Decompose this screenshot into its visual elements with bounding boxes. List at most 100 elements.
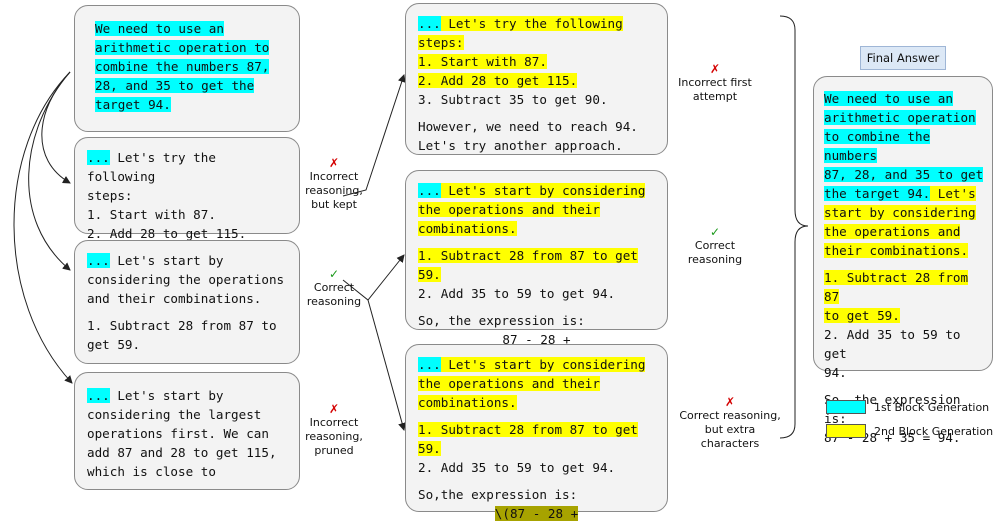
continuation-2-line-3: combinations. [418,221,517,236]
block-prefix: ... [418,183,441,198]
continuation-2-line-4: 1. Subtract 28 from 87 to get [418,248,638,263]
candidate-2-line-5: get 59. [87,337,141,352]
annotation-text: reasoning, [305,184,363,197]
candidate-2-line-3: and their combinations. [87,291,262,306]
legend-swatch-first-block [826,400,866,414]
arrow-b1-to-m1 [342,74,406,197]
continuation-1-line-6: However, we need to reach 94. [418,119,638,134]
continuation-1-line-7: Let's try another approach. [418,138,623,153]
candidate-box-1: ... Let's try the following steps: 1. St… [74,137,300,241]
continuation-3-line-1: Let's start by considering [440,357,646,372]
continuation-2-line-6: 2. Add 35 to 59 to get 94. [418,286,616,301]
final-line-3: to combine the numbers [824,129,931,163]
candidate-box-3: ... Let's start by considering the large… [74,372,300,490]
final-line-1: We need to use an [824,91,953,106]
candidate-3-line-1: Let's start by [109,388,224,403]
prompt-line-4: 28, and 35 to get the [95,78,255,93]
continuation-box-2: ... Let's start by considering the opera… [405,170,668,347]
block-prefix: ... [87,388,110,403]
prompt-box: We need to use an arithmetic operation t… [74,5,300,132]
final-answer-title: Final Answer [860,46,946,70]
annotation-text: reasoning, [305,430,363,443]
continuation-2-line-1: Let's start by considering [440,183,646,198]
check-icon: ✓ [328,267,340,281]
annotation-incorrect-first-attempt: ✗ Incorrect first attempt [670,62,760,104]
continuation-2-line-7: So, the expression is: [418,313,585,328]
annotation-text: Correct [694,239,736,252]
annotation-correct-reasoning: ✓ Correct reasoning [670,225,760,267]
final-line-9: 1. Subtract 28 from 87 [824,270,969,304]
final-line-12: 94. [824,365,847,380]
annotation-incorrect-kept: ✗ Incorrect reasoning, but kept [300,156,368,212]
annotation-text: Incorrect [309,416,359,429]
annotation-text: characters [700,437,760,450]
candidate-2-line-4: 1. Subtract 28 from 87 to [87,318,277,333]
continuation-1-line-2: steps: [418,35,464,50]
continuation-3-line-5: 59. [418,441,441,456]
cross-icon: ✗ [328,156,340,170]
final-line-7: the operations and [824,224,961,239]
arrow-b2-to-m3 [367,299,406,431]
prompt-line-1: We need to use an [95,21,224,36]
legend-label-first-block: 1st Block Generation [874,401,990,414]
legend-swatch-second-block [826,424,866,438]
annotation-text: Correct reasoning, [679,409,781,422]
candidate-2-line-1: Let's start by [109,253,224,268]
candidate-3-line-5: which is close to [87,464,216,479]
annotation-text: pruned [314,444,354,457]
candidate-1-line-1: Let's try the following [87,150,216,184]
continuation-1-line-4: 2. Add 28 to get 115. [418,73,578,88]
continuation-3-line-2: the operations and their [418,376,600,391]
arrow-prompt-to-b2 [28,71,71,271]
annotation-incorrect-pruned: ✗ Incorrect reasoning, pruned [300,402,368,458]
check-icon: ✓ [709,225,721,239]
continuation-3-line-4: 1. Subtract 28 from 87 to get [418,422,638,437]
final-line-5a: the target 94. [824,186,931,201]
candidate-2-line-2: considering the operations [87,272,285,287]
cross-icon: ✗ [724,395,736,409]
annotation-extra-characters: ✗ Correct reasoning, but extra character… [668,395,792,451]
continuation-3-line-6: 2. Add 35 to 59 to get 94. [418,460,616,475]
annotation-correct: ✓ Correct reasoning [300,267,368,309]
annotation-text: attempt [692,90,738,103]
continuation-1-line-3: 1. Start with 87. [418,54,547,69]
continuation-2-line-5: 59. [418,267,441,282]
continuation-1-line-5: 3. Subtract 35 to get 90. [418,92,608,107]
candidate-1-line-3: 1. Start with 87. [87,207,216,222]
final-line-4: 87, 28, and 35 to get [824,167,984,182]
block-prefix: ... [87,150,110,165]
final-line-2: arithmetic operation [824,110,976,125]
candidate-box-2: ... Let's start by considering the opera… [74,240,300,364]
cross-icon: ✗ [709,62,721,76]
final-line-10: to get 59. [824,308,900,323]
continuation-1-line-1: Let's try the following [440,16,623,31]
continuation-box-1: ... Let's try the following steps: 1. St… [405,3,668,155]
arrow-prompt-to-b3 [13,71,73,384]
annotation-text: Incorrect [309,170,359,183]
annotation-text: Incorrect first [678,76,752,89]
final-line-5b: Let's [930,186,976,201]
annotation-text: but extra [704,423,756,436]
continuation-2-line-2: the operations and their [418,202,600,217]
annotation-text: reasoning [687,253,743,266]
final-line-8: their combinations. [824,243,969,258]
candidate-3-line-4: add 87 and 28 to get 115, [87,445,277,460]
prompt-line-2: arithmetic operation to [95,40,270,55]
prompt-line-3: combine the numbers 87, [95,59,270,74]
candidate-1-line-4: 2. Add 28 to get 115. [87,226,247,241]
final-answer-box: We need to use an arithmetic operation t… [813,76,993,445]
final-line-11: 2. Add 35 to 59 to get [824,327,961,361]
continuation-2-line-8: 87 - 28 + [502,332,571,347]
final-line-6: start by considering [824,205,976,220]
continuation-box-3: ... Let's start by considering the opera… [405,344,668,521]
brace-right [779,15,809,439]
candidate-3-line-3: operations first. We can [87,426,269,441]
annotation-text: Correct [313,281,355,294]
candidate-1-line-2: steps: [87,188,133,203]
candidate-3-line-2: considering the largest [87,407,262,422]
block-prefix: ... [87,253,110,268]
block-prefix: ... [418,357,441,372]
annotation-text: reasoning [306,295,362,308]
continuation-3-line-3: combinations. [418,395,517,410]
